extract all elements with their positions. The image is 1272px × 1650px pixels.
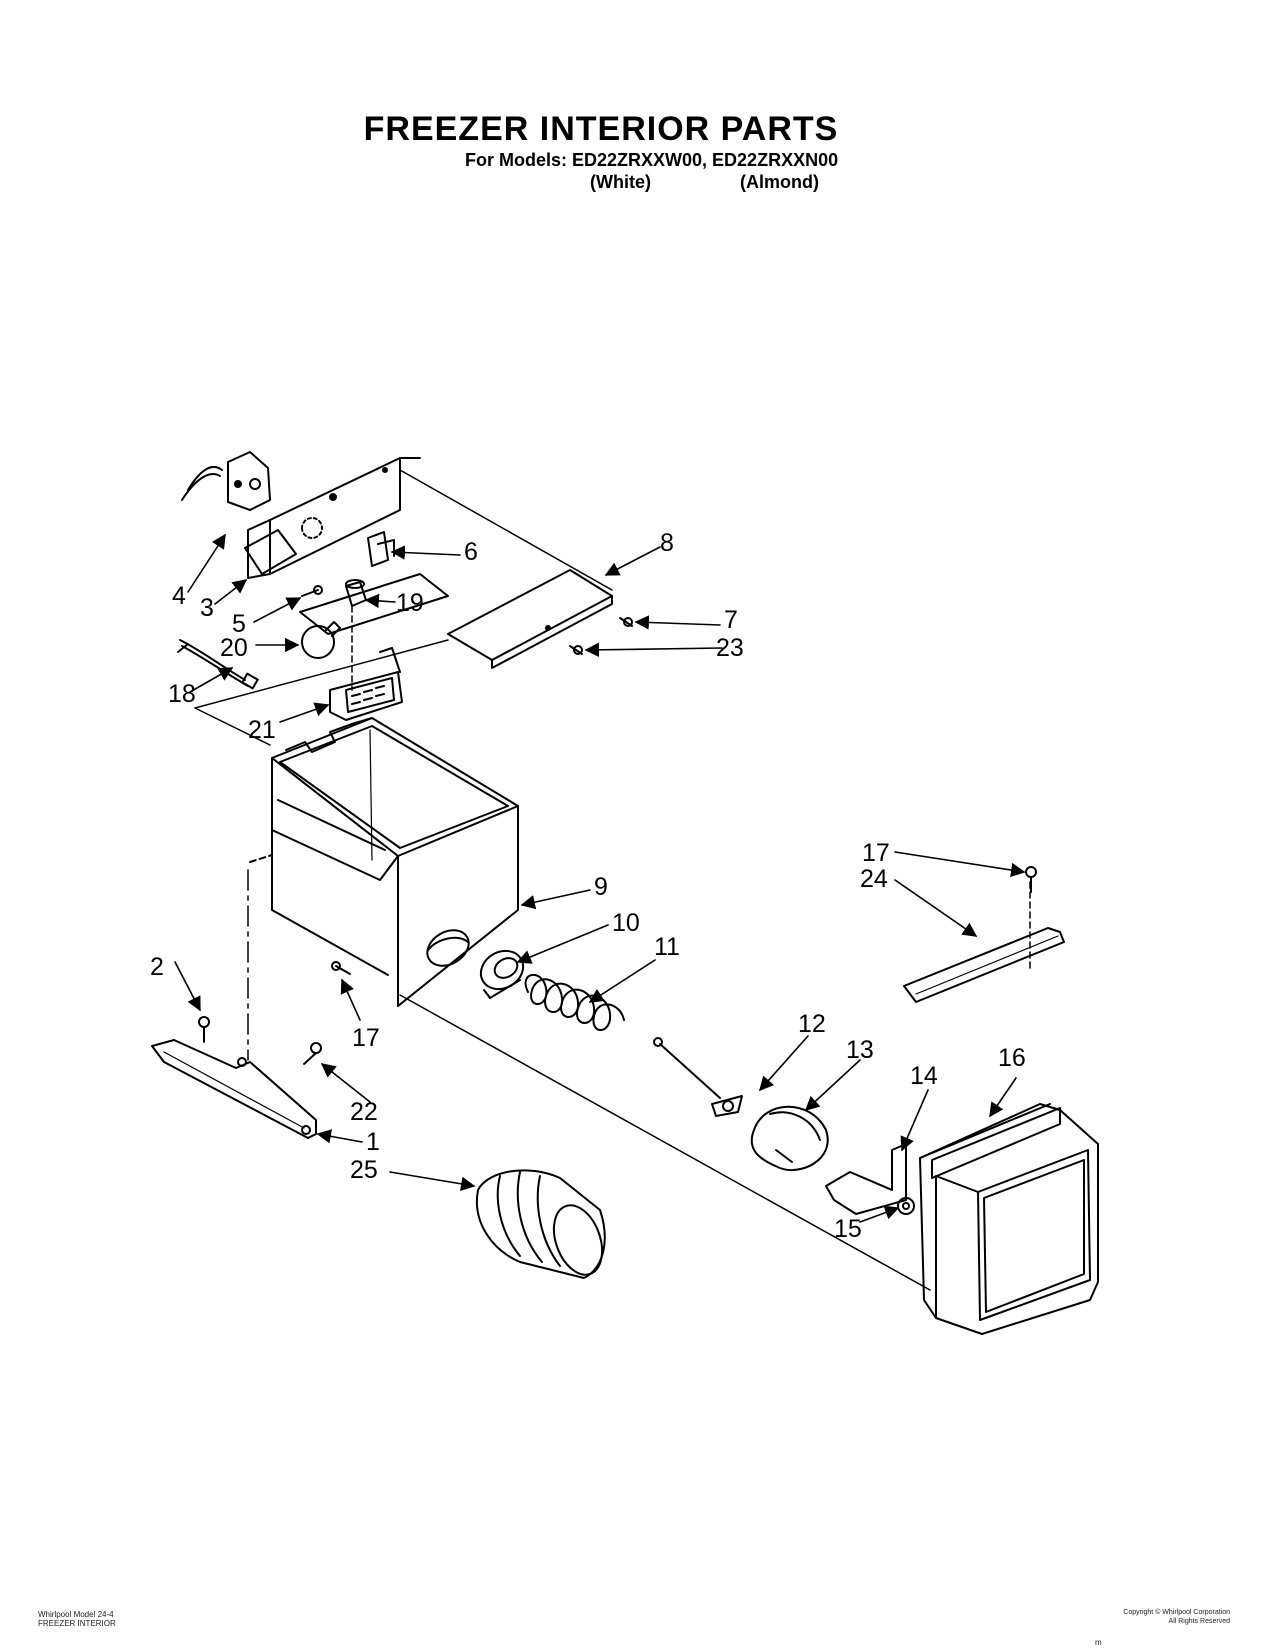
callout-12: 12 — [798, 1010, 826, 1038]
footer-mark: m — [1095, 1638, 1102, 1647]
callout-22: 22 — [350, 1098, 378, 1126]
part-17-screw — [331, 961, 351, 975]
part-21-terminal-block — [329, 647, 403, 721]
callout-17-lower: 17 — [352, 1024, 380, 1052]
callout-14: 14 — [910, 1062, 938, 1090]
part-13-auger-drum — [750, 1105, 829, 1171]
footer-left-line-2: FREEZER INTERIOR — [38, 1619, 116, 1628]
part-9-ice-bucket — [249, 717, 519, 1007]
guide-line — [194, 639, 449, 709]
part-6-clip — [367, 531, 395, 567]
part-18-wire-harness — [177, 639, 259, 690]
callout-1: 1 — [366, 1128, 380, 1156]
footer-left: Whirlpool Model 24-4 FREEZER INTERIOR — [38, 1610, 116, 1628]
part-20-light-bulb — [301, 621, 341, 659]
callout-21: 21 — [248, 716, 276, 744]
callout-17-upper: 17 — [862, 839, 890, 867]
variant-almond: (Almond) — [740, 172, 819, 192]
callout-3: 3 — [200, 594, 214, 622]
callout-4: 4 — [172, 582, 186, 610]
callout-5: 5 — [232, 610, 246, 638]
light-shield-plate — [299, 573, 449, 635]
part-24-shelf-bracket — [903, 881, 1065, 1003]
part-17-top-screw — [1025, 866, 1037, 893]
part-11-spring — [524, 973, 721, 1099]
page-title: FREEZER INTERIOR PARTS — [363, 110, 839, 148]
variant-white: (White) — [590, 172, 651, 192]
callout-20: 20 — [220, 634, 248, 662]
part-2-screw — [198, 1016, 210, 1043]
part-1-base-bracket — [151, 1039, 317, 1139]
callout-2: 2 — [150, 953, 164, 981]
callout-13: 13 — [846, 1036, 874, 1064]
footer-right-line-1: Copyright © Whirlpool Corporation — [1123, 1609, 1230, 1616]
footer-right-line-2: All Rights Reserved — [1168, 1618, 1230, 1625]
part-25-duct-sleeve — [475, 1169, 606, 1279]
footer-left-line-1: Whirlpool Model 24-4 — [38, 1610, 114, 1619]
part-4-switch — [181, 451, 271, 511]
part-5-screw — [301, 585, 323, 597]
guide-line — [399, 469, 613, 591]
part-3-mounting-plate — [244, 457, 421, 579]
callout-8: 8 — [660, 529, 674, 557]
part-8-cover — [447, 569, 613, 669]
callout-23: 23 — [716, 634, 744, 662]
callout-9: 9 — [594, 873, 608, 901]
callout-19: 19 — [396, 589, 424, 617]
part-14-bracket — [825, 1143, 907, 1215]
part-16-front-cover — [919, 1103, 1099, 1335]
callout-6: 6 — [464, 538, 478, 566]
callout-11: 11 — [654, 933, 680, 961]
part-10-bearing — [479, 949, 525, 999]
part-22-screw — [303, 1042, 322, 1065]
callout-16: 16 — [998, 1044, 1026, 1072]
part-7-screw — [619, 617, 633, 627]
callout-15: 15 — [834, 1215, 862, 1243]
part-12-coupler — [711, 1095, 743, 1117]
model-numbers: For Models: ED22ZRXXW00, ED22ZRXXN00 — [465, 150, 839, 170]
guide-line — [194, 707, 271, 746]
callout-25: 25 — [350, 1156, 378, 1184]
callout-7: 7 — [724, 606, 738, 634]
guide-line — [399, 994, 931, 1291]
callout-10: 10 — [612, 909, 640, 937]
callout-18: 18 — [168, 680, 196, 708]
footer-copyright: Copyright © Whirlpool Corporation All Ri… — [1010, 1608, 1230, 1626]
callout-24: 24 — [860, 865, 888, 893]
leader-lines — [174, 533, 1026, 1223]
part-23-screw — [569, 645, 583, 655]
